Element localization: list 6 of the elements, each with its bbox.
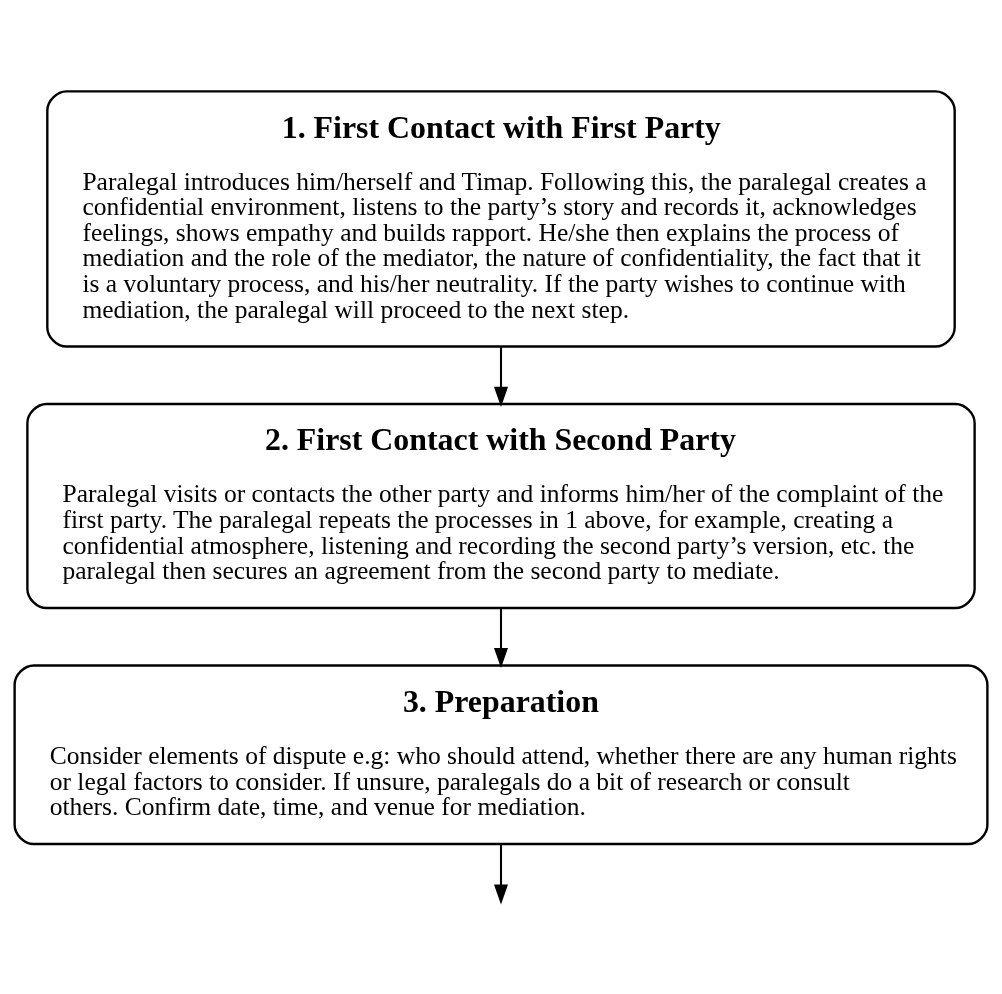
arrow — [493, 608, 509, 669]
arrow — [493, 346, 509, 407]
node-box: 3. Preparation Consider elements of dispute e.g: who should attend, whether there are any human rights or legal factors to consider. If unsure, paralegals do a bit of research or consult others. Confirm date, time, and venue for mediation. — [13, 664, 989, 846]
arrow — [493, 844, 509, 905]
node-box: 1. First Contact with First Party Paralegal introduces him/herself and Timap. Following this, the paralegal creates a confidential environment, listens to the party’s story and records it, acknowledges feelings, shows empathy and builds rapport. He/she then explains the process of mediation and the role of the mediator, the nature of confidentiality, the fact that it is a voluntary process, and his/her neutrality. If the party wishes to continue with mediation, the paralegal will proceed to the next step. — [46, 90, 956, 348]
node-box: 2. First Contact with Second Party Paralegal visits or contacts the other party and informs him/her of the complaint of the first party. The paralegal repeats the processes in 1 above, for example, creating a confidential atmosphere, listening and recording the second party’s version, etc. the paralegal then secures an agreement from the second party to mediate. — [26, 402, 976, 610]
